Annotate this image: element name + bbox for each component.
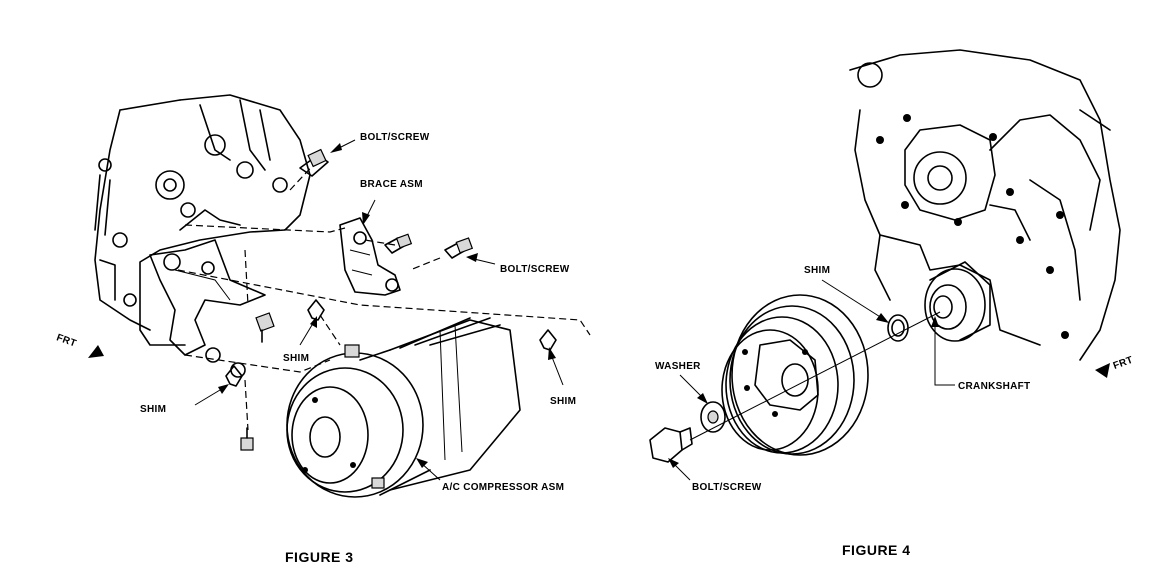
bolt-top-drawing <box>299 148 329 177</box>
center-axis-line <box>689 311 941 441</box>
label-shim-center: SHIM <box>283 353 309 364</box>
label-crankshaft: CRANKSHAFT <box>958 381 1030 392</box>
pulley-drawing <box>721 294 869 456</box>
label-frt-right: FRT <box>1112 355 1135 372</box>
bolt-drawing <box>649 427 693 463</box>
bolt-bottom-drawing <box>240 427 254 451</box>
label-brace-asm: BRACE ASM <box>360 179 423 190</box>
figure-4-caption: FIGURE 4 <box>842 542 911 558</box>
label-ac-compressor-asm: A/C COMPRESSOR ASM <box>442 482 564 493</box>
brace-asm-drawing <box>339 217 401 296</box>
engine-front-drawing <box>849 49 1121 361</box>
figure-3: BOLT/SCREW BRACE ASM BOLT/SCREW FRT SHIM… <box>55 94 591 565</box>
ac-compressor-drawing <box>286 317 521 498</box>
figure-3-caption: FIGURE 3 <box>285 549 354 565</box>
label-bolt-screw: BOLT/SCREW <box>692 482 762 493</box>
crankshaft-drawing <box>924 261 991 342</box>
label-shim-right: SHIM <box>550 396 576 407</box>
shim-shapes <box>225 299 557 387</box>
figure-4-leaders <box>668 279 955 481</box>
label-washer: WASHER <box>655 361 701 372</box>
label-bolt-screw-right: BOLT/SCREW <box>500 264 570 275</box>
label-frt-left: FRT <box>55 332 78 349</box>
brace-bolts-drawing <box>384 233 474 259</box>
label-shim: SHIM <box>804 265 830 276</box>
label-shim-left: SHIM <box>140 404 166 415</box>
mounting-bracket-drawing <box>149 239 266 378</box>
frt-arrow-right <box>1095 363 1110 378</box>
washer-drawing <box>700 401 726 433</box>
figure-4: SHIM WASHER CRANKSHAFT BOLT/SCREW FRT FI… <box>649 49 1135 558</box>
engine-block-drawing <box>94 94 311 346</box>
frt-arrow-left <box>88 345 104 358</box>
figure-3-leaders <box>194 139 564 481</box>
bolt-mid-drawing <box>255 312 275 343</box>
label-bolt-screw-top: BOLT/SCREW <box>360 132 430 143</box>
